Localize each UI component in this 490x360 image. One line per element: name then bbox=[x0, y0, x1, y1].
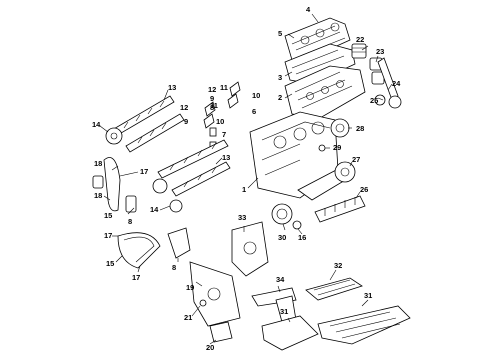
chain-tensioner bbox=[92, 175, 137, 213]
oil-pump bbox=[209, 321, 233, 343]
rear-seal-cover bbox=[330, 118, 350, 138]
callout-11-a: 11 bbox=[220, 83, 228, 92]
callout-5: 5 bbox=[278, 29, 282, 38]
callout-1: 1 bbox=[242, 185, 246, 194]
callout-25: 25 bbox=[370, 96, 378, 105]
crankshaft bbox=[297, 161, 356, 201]
callout-13-mid: 13 bbox=[222, 153, 230, 162]
oil-pan-gasket bbox=[305, 277, 363, 301]
callout-23: 23 bbox=[376, 47, 384, 56]
callout-21: 21 bbox=[184, 313, 192, 322]
callout-10-b: 10 bbox=[216, 117, 224, 126]
callout-15-b: 15 bbox=[106, 259, 114, 268]
callout-24: 24 bbox=[392, 79, 401, 88]
callout-8-b: 8 bbox=[128, 217, 132, 226]
oil-pan-upper bbox=[317, 305, 411, 345]
callout-7: 7 bbox=[222, 130, 226, 139]
bracket bbox=[251, 287, 297, 323]
oil-pan-lower bbox=[261, 315, 319, 351]
callout-17-a: 17 bbox=[140, 167, 148, 176]
plug bbox=[318, 144, 326, 152]
callout-14-low: 14 bbox=[150, 205, 159, 214]
camshaft-lower bbox=[157, 139, 231, 197]
callout-26: 26 bbox=[360, 185, 368, 194]
callout-15-a: 15 bbox=[104, 211, 112, 220]
timing-cover bbox=[189, 261, 241, 327]
callout-8-c: 8 bbox=[172, 263, 176, 272]
callout-10-a: 10 bbox=[252, 91, 260, 100]
engine-block bbox=[249, 111, 339, 199]
callout-2: 2 bbox=[278, 93, 282, 102]
callout-16: 16 bbox=[298, 233, 306, 242]
camshaft-upper bbox=[111, 95, 185, 153]
timing-chain-lower bbox=[117, 232, 161, 269]
callout-9-a: 9 bbox=[210, 94, 214, 103]
cover-gasket bbox=[284, 43, 356, 85]
water-pump-housing bbox=[231, 221, 269, 277]
timing-chain-upper bbox=[103, 157, 121, 212]
callout-12-b: 12 bbox=[180, 103, 188, 112]
callout-31-a: 31 bbox=[280, 307, 288, 316]
callout-20: 20 bbox=[206, 343, 214, 352]
callout-17-b: 17 bbox=[104, 231, 112, 240]
callout-33: 33 bbox=[238, 213, 246, 222]
bolt bbox=[199, 299, 207, 307]
leader-lines bbox=[99, 13, 393, 345]
chain-guide bbox=[167, 227, 191, 259]
callout-17-c: 17 bbox=[132, 273, 140, 282]
callout-30: 30 bbox=[278, 233, 286, 242]
callout-9-b: 9 bbox=[184, 117, 188, 126]
callout-3: 3 bbox=[278, 73, 282, 82]
callout-31-b: 31 bbox=[364, 291, 372, 300]
callout-19: 19 bbox=[186, 283, 194, 292]
callout-labels: 4 5 3 2 22 23 24 25 1 28 29 27 26 30 16 … bbox=[92, 5, 401, 352]
crank-sprocket bbox=[292, 220, 302, 230]
callout-22: 22 bbox=[356, 35, 364, 44]
bearing-caps bbox=[314, 195, 366, 223]
crank-pulley bbox=[271, 203, 293, 225]
cylinder-head bbox=[284, 65, 366, 119]
callout-11-b: 11 bbox=[210, 101, 218, 110]
callout-18-a: 18 bbox=[94, 159, 102, 168]
callout-18-b: 18 bbox=[94, 191, 102, 200]
callout-29: 29 bbox=[333, 143, 341, 152]
callout-34: 34 bbox=[276, 275, 285, 284]
callout-13-top: 13 bbox=[168, 83, 176, 92]
callout-12-a: 12 bbox=[208, 85, 216, 94]
callout-14-top: 14 bbox=[92, 120, 101, 129]
callout-32: 32 bbox=[334, 261, 342, 270]
connecting-rod bbox=[374, 57, 402, 109]
callout-6: 6 bbox=[252, 107, 256, 116]
callout-27: 27 bbox=[352, 155, 360, 164]
callout-4: 4 bbox=[306, 5, 311, 14]
cam-sprocket-upper bbox=[105, 127, 123, 145]
callout-28: 28 bbox=[356, 124, 364, 133]
piston-group bbox=[351, 43, 385, 85]
callout-8-a: 8 bbox=[210, 103, 214, 112]
